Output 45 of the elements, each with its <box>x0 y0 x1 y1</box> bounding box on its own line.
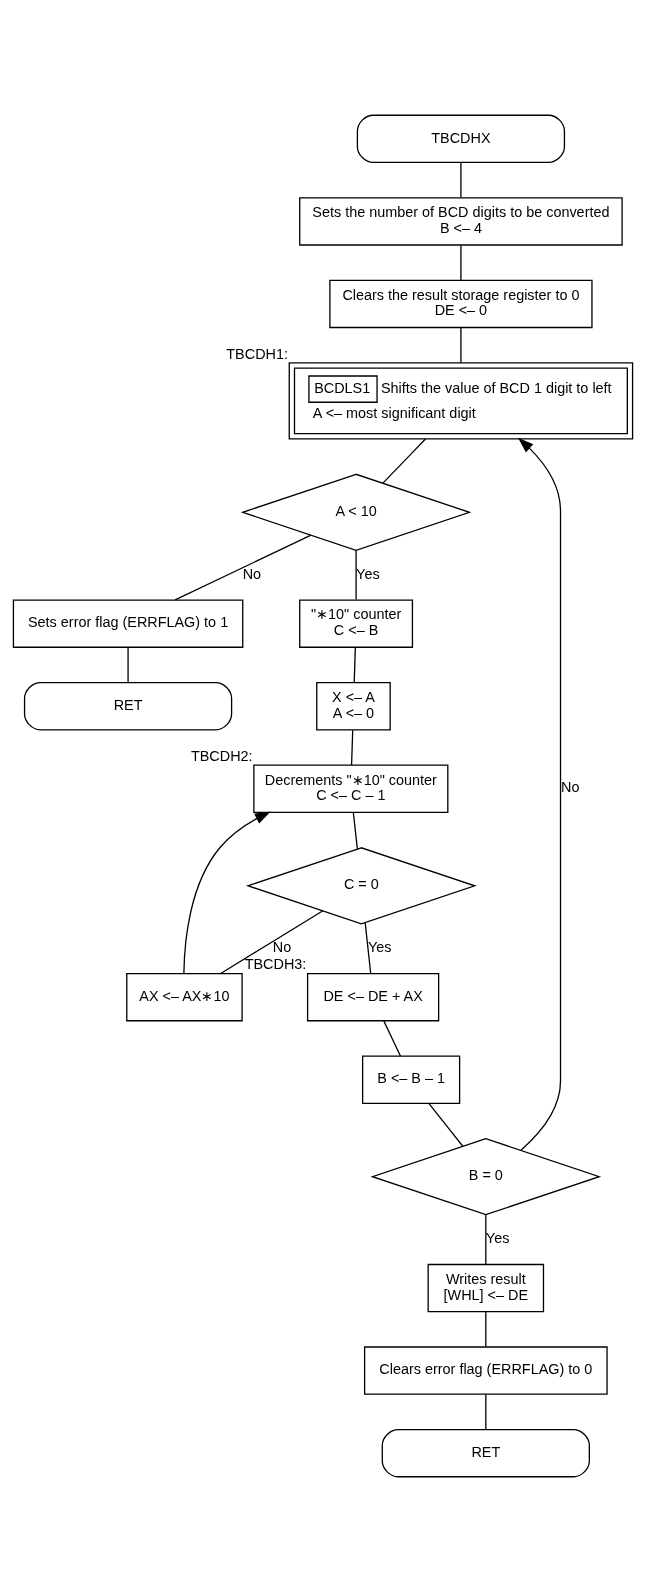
arrow <box>183 811 271 974</box>
connector <box>355 549 357 601</box>
node-diamond: B = 0 <box>370 1137 602 1216</box>
node-box: TBCDHX <box>356 114 566 164</box>
node-diamond: C = 0 <box>245 847 477 925</box>
edge-label: No <box>561 779 580 796</box>
connector <box>353 647 356 684</box>
connector <box>350 729 354 766</box>
node-box: Sets error flag (ERRFLAG) to 1 <box>12 599 244 648</box>
node-label: TBCDH3: <box>244 956 307 973</box>
connector <box>460 326 462 364</box>
connector <box>460 162 462 199</box>
edge-label: Yes <box>485 1230 510 1247</box>
connector <box>364 922 372 975</box>
connector <box>352 811 359 850</box>
connector <box>428 1102 464 1147</box>
node-box: Decrements "∗10" counter C <– C – 1 <box>253 764 449 814</box>
node-box: RET <box>381 1428 590 1478</box>
connector <box>485 1393 487 1431</box>
edge-label: Yes <box>367 939 392 956</box>
connector <box>485 1311 487 1348</box>
node-diamond: A < 10 <box>240 473 472 551</box>
edge-label: No <box>242 565 262 582</box>
node-box: Writes result [WHL] <– DE <box>427 1263 545 1313</box>
node-box: AX <– AX∗10 <box>126 972 243 1022</box>
arrow <box>517 437 562 1151</box>
node-label: TBCDH2: <box>190 748 253 765</box>
connector <box>174 534 312 601</box>
node-box: X <– A A <– 0 <box>316 682 391 731</box>
connector <box>485 1214 487 1265</box>
node-box: Clears error flag (ERRFLAG) to 0 <box>363 1346 608 1395</box>
node-box: Clears the result storage register to 0 DE <– 0 <box>329 279 593 329</box>
connector <box>383 1020 402 1057</box>
node-box: DE <– DE + AX <box>306 972 440 1022</box>
connector <box>460 244 462 281</box>
node-box: "∗10" counter C <– B <box>299 599 414 648</box>
node-label: TBCDH1: <box>226 345 288 362</box>
connector <box>220 910 324 975</box>
node-box: BCDLS1 Shifts the value of BCD 1 digit to left A <– most significant digit <box>288 362 634 440</box>
node-box: RET <box>23 682 233 731</box>
connector <box>127 647 129 684</box>
node-box: Sets the number of BCD digits to be converted B <– 4 <box>299 197 623 246</box>
connector <box>382 438 427 484</box>
node-box: B <– B – 1 <box>362 1055 461 1104</box>
edge-label: No <box>272 939 292 956</box>
